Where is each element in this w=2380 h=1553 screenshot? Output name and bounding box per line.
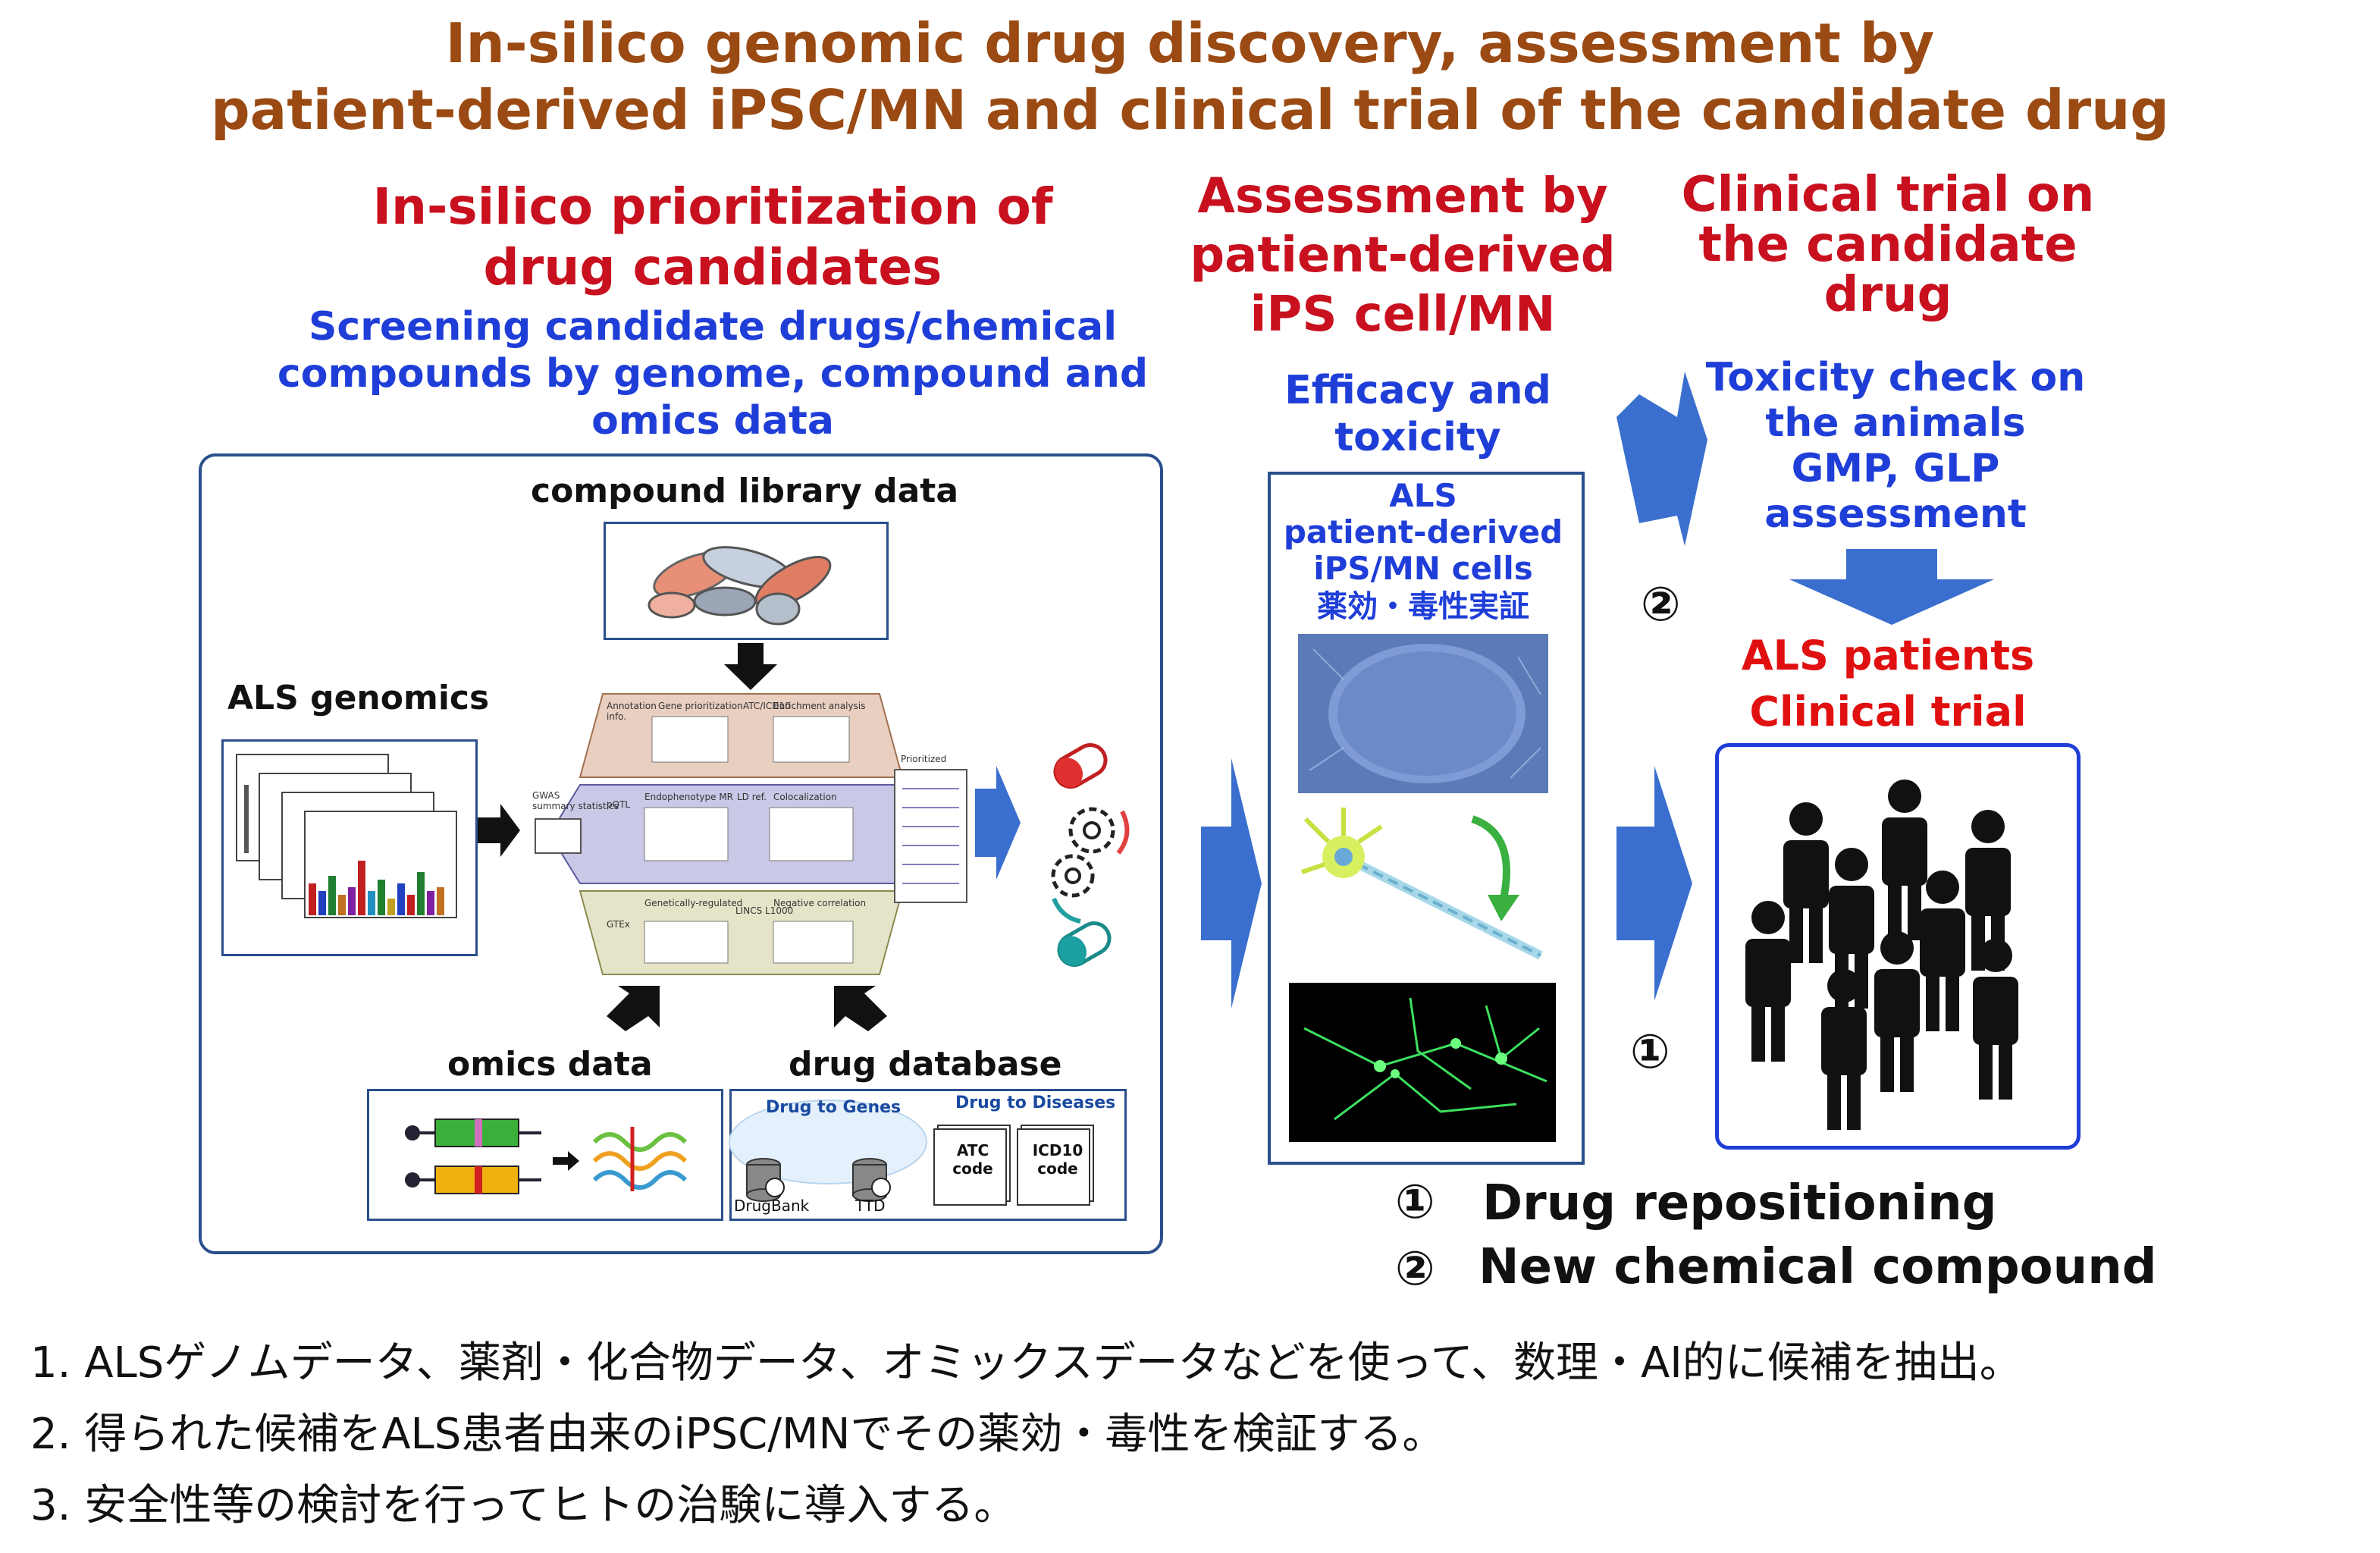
clinical-sub-2: the animals bbox=[1765, 400, 2026, 446]
als-genomics-label: ALS genomics bbox=[227, 679, 490, 717]
title-line-1: In-silico genomic drug discovery, assess… bbox=[445, 11, 1935, 75]
patients-line-2: Clinical trial bbox=[1749, 688, 2027, 736]
legend-item-1: Drug repositioning bbox=[1482, 1175, 1997, 1231]
ips-box-line-4: 薬効・毒性実証 bbox=[1317, 589, 1529, 624]
ttd-label: TTD bbox=[855, 1197, 886, 1215]
note-1: 1. ALSゲノムデータ、薬剤・化合物データ、オミックスデータなどを使って、数理… bbox=[30, 1338, 2022, 1388]
clinical-sub-1: Toxicity check on bbox=[1705, 355, 2086, 400]
arrow-pipeline-to-drugs bbox=[975, 766, 1021, 880]
arrow-omics-to-pipeline bbox=[607, 986, 660, 1031]
icd10-code-label: ICD10 code bbox=[1032, 1141, 1083, 1178]
gene-prioritization-label: Gene prioritization bbox=[658, 701, 743, 711]
ips-box-line-1: ALS bbox=[1389, 477, 1457, 514]
prioritization-heading-2: drug candidates bbox=[483, 238, 942, 296]
fluorescent-neurons-image bbox=[1289, 983, 1556, 1142]
clinical-sub-4: assessment bbox=[1764, 491, 2027, 537]
clinical-heading-3: drug bbox=[1823, 267, 1952, 323]
arrow-repositioning bbox=[1616, 766, 1692, 1001]
ips-box-line-3: iPS/MN cells bbox=[1313, 550, 1533, 587]
pqtl-label: pQTL bbox=[607, 799, 630, 810]
prioritization-sub-2: compounds by genome, compound and bbox=[277, 351, 1149, 397]
negative-correlation-label: Negative correlation bbox=[773, 898, 866, 908]
omics-illustration bbox=[405, 1118, 688, 1194]
annotation-label: Annotation bbox=[607, 701, 657, 711]
ld-ref-label: LD ref. bbox=[737, 792, 767, 802]
drug-gears-icons bbox=[1051, 743, 1130, 967]
pills-illustration bbox=[648, 546, 832, 626]
legend-marker-1: ① bbox=[1395, 1174, 1435, 1229]
patients-line-1: ALS patients bbox=[1741, 632, 2035, 679]
arrow-to-patients bbox=[1789, 549, 1994, 625]
prioritization-heading-1: In-silico prioritization of bbox=[372, 177, 1053, 236]
drug-to-genes-label: Drug to Genes bbox=[766, 1098, 902, 1117]
prioritization-sub-1: Screening candidate drugs/chemical bbox=[308, 304, 1118, 350]
lincs-label: LINCS L1000 bbox=[735, 905, 793, 916]
prioritization-sub-3: omics data bbox=[591, 398, 834, 444]
marker-1: ① bbox=[1630, 1024, 1670, 1079]
manhattan-plots bbox=[236, 754, 457, 918]
title-line-2: patient-derived iPSC/MN and clinical tri… bbox=[211, 78, 2169, 142]
drug-database-label: drug database bbox=[789, 1045, 1062, 1084]
arrow-library-to-pipeline bbox=[724, 643, 777, 690]
clinical-sub-3: GMP, GLP bbox=[1791, 446, 2000, 491]
colocalization-label: Colocalization bbox=[773, 792, 837, 802]
note-2: 2. 得られた候補をALS患者由来のiPSC/MNでその薬効・毒性を検証する。 bbox=[30, 1410, 1445, 1459]
enrichment-label: Enrichment analysis bbox=[773, 701, 865, 711]
assessment-heading-3: iPS cell/MN bbox=[1250, 287, 1556, 343]
drug-database-illustration bbox=[729, 1100, 1094, 1206]
motor-neuron-illustration bbox=[1301, 808, 1543, 960]
legend-marker-2: ② bbox=[1395, 1241, 1435, 1296]
gwas-label: GWAS bbox=[532, 790, 560, 801]
legend-item-2: New chemical compound bbox=[1478, 1239, 2157, 1295]
pipeline-diagram: GWAS summary statistics Annotation info.… bbox=[532, 693, 967, 975]
compound-library-label: compound library data bbox=[531, 472, 959, 510]
arrow-database-to-pipeline bbox=[834, 986, 887, 1031]
prioritized-label: Prioritized bbox=[901, 754, 946, 764]
gtex-label: GTEx bbox=[607, 919, 630, 930]
arrow-to-assessment bbox=[1201, 758, 1262, 1009]
atc-code-label: ATC code bbox=[952, 1141, 993, 1178]
assessment-sub-2: toxicity bbox=[1334, 415, 1501, 460]
endophenotype-label: Endophenotype MR bbox=[644, 792, 733, 802]
arrow-genomics-to-pipeline bbox=[478, 804, 520, 857]
note-3: 3. 安全性等の検討を行ってヒトの治験に導入する。 bbox=[30, 1481, 1017, 1530]
atc-icd10-label: ATC/ICD10 bbox=[743, 701, 791, 711]
assessment-heading-1: Assessment by bbox=[1197, 168, 1608, 224]
summary-stats-label: summary statistics bbox=[532, 801, 619, 811]
arrow-new-compound bbox=[1616, 372, 1707, 546]
omics-data-label: omics data bbox=[447, 1045, 653, 1084]
ips-colony-image bbox=[1298, 634, 1548, 793]
marker-2: ② bbox=[1641, 576, 1681, 632]
drugbank-label: DrugBank bbox=[734, 1197, 810, 1215]
people-figures bbox=[1745, 780, 2018, 1130]
genetically-regulated-label: Genetically-regulated bbox=[644, 898, 742, 908]
drug-to-diseases-label: Drug to Diseases bbox=[955, 1093, 1116, 1112]
annotation-info-label: info. bbox=[607, 711, 626, 722]
clinical-heading-1: Clinical trial on bbox=[1681, 167, 2095, 223]
clinical-heading-2: the candidate bbox=[1698, 217, 2077, 273]
ips-box-line-2: patient-derived bbox=[1283, 513, 1563, 551]
assessment-sub-1: Efficacy and bbox=[1284, 368, 1551, 413]
assessment-heading-2: patient-derived bbox=[1190, 227, 1616, 284]
